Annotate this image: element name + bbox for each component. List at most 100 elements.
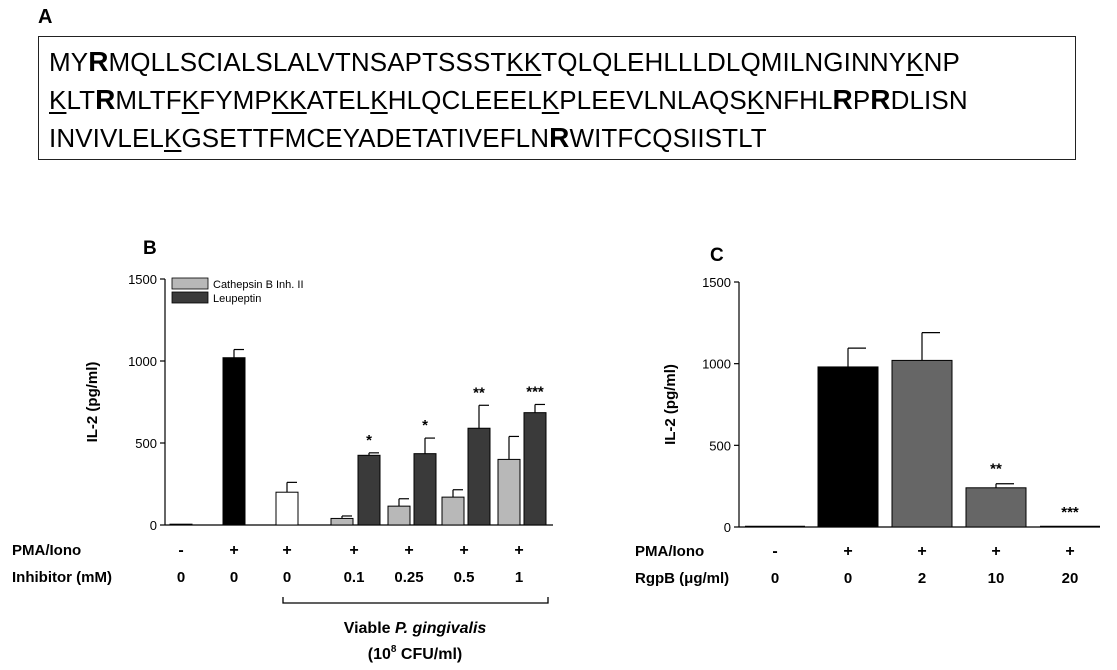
- bracket-superscript: 8: [391, 644, 397, 655]
- bracket-text: (10: [368, 646, 391, 663]
- significance-label: **: [473, 384, 485, 401]
- lysine-residue: K: [49, 85, 67, 115]
- pma-iono-value: +: [349, 542, 358, 559]
- legend-label: Cathepsin B Inh. II: [213, 279, 304, 291]
- pma-iono-value: +: [843, 543, 852, 560]
- bar: [357, 454, 381, 526]
- y-tick-label: 0: [724, 520, 731, 535]
- arginine-residue: R: [95, 84, 116, 115]
- y-tick-label: 500: [709, 438, 731, 453]
- bracket-text: Viable: [344, 620, 395, 637]
- bar: [330, 517, 354, 526]
- arginine-residue: R: [832, 84, 853, 115]
- inhibitor-value: 1: [515, 569, 523, 586]
- pma-iono-value: -: [178, 542, 183, 559]
- sequence-segment: GSETTFMCEYADETATIVEFLN: [181, 123, 550, 153]
- y-axis-label: IL-2 (pg/ml): [662, 364, 679, 445]
- bar: [891, 359, 953, 528]
- arginine-residue: R: [549, 122, 570, 153]
- sequence-line: KLTRMLTFKFYMPKKATELKHLQCLEEELKPLEEVLNLAQ…: [49, 81, 1075, 119]
- lysine-residue: K: [906, 47, 924, 77]
- sequence-segment: MQLLSCIALSLALVTNSAPTSSST: [108, 47, 507, 77]
- pma-iono-value: +: [229, 542, 238, 559]
- sequence-segment: ATEL: [306, 85, 371, 115]
- row-label-pma-iono: PMA/Iono: [12, 542, 81, 559]
- sequence-segment: P: [852, 85, 871, 115]
- panel-a-label: A: [38, 6, 53, 28]
- bar: [523, 412, 547, 526]
- bracket-text: CFU/ml): [396, 646, 462, 663]
- arginine-residue: R: [870, 84, 891, 115]
- pma-iono-value: +: [991, 543, 1000, 560]
- sequence-segment: WITFCQSIISTLT: [569, 123, 767, 153]
- protein-sequence-box: MYRMQLLSCIALSLALVTNSAPTSSSTKKTQLQLEHLLLD…: [38, 36, 1076, 160]
- lysine-residue: K: [746, 85, 765, 115]
- lysine-residue: K: [181, 85, 200, 115]
- sequence-line: INVIVLELKGSETTFMCEYADETATIVEFLNRWITFCQSI…: [49, 119, 1075, 157]
- panel-b-label: B: [143, 238, 157, 259]
- significance-label: ***: [526, 383, 544, 400]
- y-tick-label: 1000: [702, 357, 731, 372]
- bar: [387, 505, 411, 526]
- bracket-label-line2: (108 CFU/ml): [368, 644, 462, 663]
- inhibitor-value: 0.25: [394, 569, 423, 586]
- y-tick-label: 1000: [128, 354, 157, 369]
- significance-label: **: [990, 461, 1002, 478]
- lysine-residue: KK: [271, 85, 307, 115]
- sequence-segment: LT: [66, 85, 96, 115]
- sequence-segment: HLQCLEEEL: [387, 85, 542, 115]
- bar: [275, 491, 299, 526]
- rgpb-value: 0: [844, 570, 852, 587]
- significance-label: ***: [1061, 504, 1079, 521]
- sequence-segment: PLEEVLNLAQS: [559, 85, 747, 115]
- significance-label: *: [366, 432, 372, 449]
- legend-label: Leupeptin: [213, 293, 261, 305]
- bar: [817, 366, 879, 528]
- bar: [413, 453, 437, 526]
- bar: [497, 458, 521, 526]
- panel-c-label: C: [710, 245, 724, 266]
- bracket-species: P. gingivalis: [395, 620, 486, 637]
- y-axis-label: IL-2 (pg/ml): [84, 362, 101, 443]
- inhibitor-value: 0: [177, 569, 185, 586]
- pma-iono-value: +: [459, 542, 468, 559]
- sequence-segment: DLISN: [890, 85, 968, 115]
- pma-iono-value: -: [772, 543, 777, 560]
- row-label-inhibitor: Inhibitor (mM): [12, 569, 112, 586]
- y-tick-label: 1500: [128, 272, 157, 287]
- sequence-segment: NP: [923, 47, 960, 77]
- lysine-residue: K: [541, 85, 560, 115]
- inhibitor-value: 0.1: [344, 569, 365, 586]
- rgpb-value: 20: [1062, 570, 1079, 587]
- y-tick-label: 0: [150, 518, 157, 533]
- sequence-segment: MLTF: [115, 85, 182, 115]
- sequence-segment: MY: [49, 47, 89, 77]
- row-label-pma-iono: PMA/Iono: [635, 543, 704, 560]
- sequence-segment: INVIVLEL: [49, 123, 164, 153]
- rgpb-value: 0: [771, 570, 779, 587]
- pma-iono-value: +: [1065, 543, 1074, 560]
- sequence-line: MYRMQLLSCIALSLALVTNSAPTSSSTKKTQLQLEHLLLD…: [49, 43, 1075, 81]
- sequence-segment: FYMP: [199, 85, 272, 115]
- sequence-segment: TQLQLEHLLLDLQMILNGINNY: [541, 47, 907, 77]
- lysine-residue: K: [163, 123, 182, 153]
- pma-iono-value: +: [404, 542, 413, 559]
- bracket-label-line1: Viable P. gingivalis: [344, 620, 487, 637]
- legend-swatch: [171, 291, 209, 304]
- significance-label: *: [422, 417, 428, 434]
- bar: [169, 523, 193, 526]
- lysine-residue: K: [370, 85, 388, 115]
- pma-iono-value: +: [514, 542, 523, 559]
- inhibitor-value: 0.5: [454, 569, 475, 586]
- arginine-residue: R: [88, 46, 109, 77]
- pma-iono-value: +: [917, 543, 926, 560]
- bar: [441, 496, 465, 526]
- sequence-segment: NFHL: [764, 85, 833, 115]
- bar: [467, 427, 491, 526]
- group-bracket: [282, 597, 549, 604]
- pma-iono-value: +: [282, 542, 291, 559]
- row-label-rgpb: RgpB (μg/ml): [635, 570, 729, 587]
- rgpb-value: 10: [988, 570, 1005, 587]
- inhibitor-value: 0: [283, 569, 291, 586]
- y-tick-label: 1500: [702, 275, 731, 290]
